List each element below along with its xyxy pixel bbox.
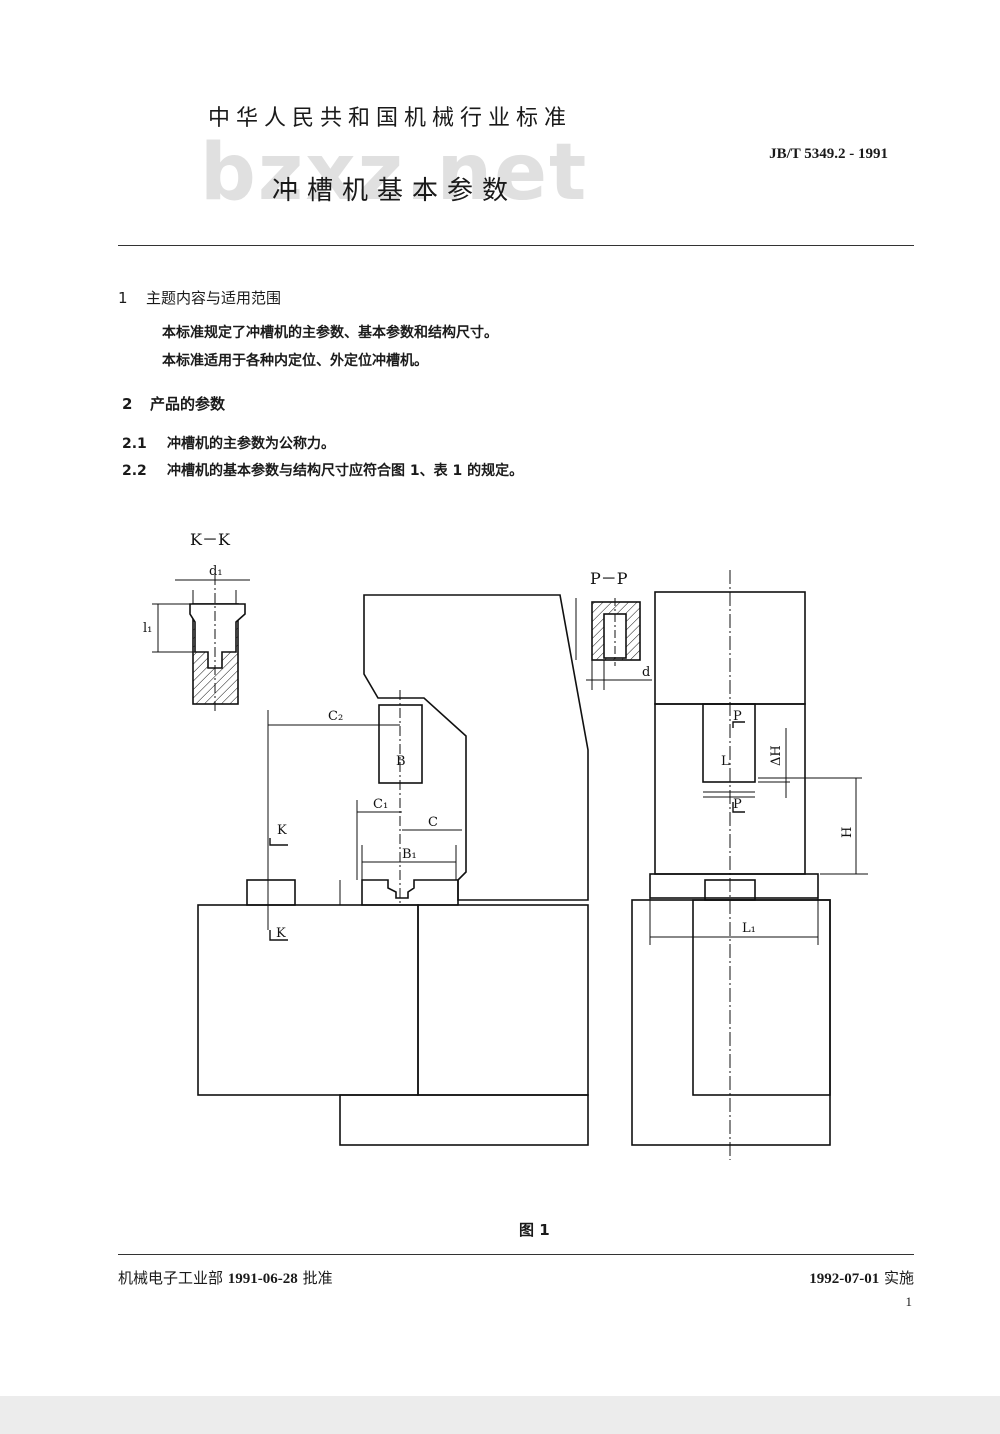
p-mark-top: P (733, 709, 742, 724)
figure-1-drawing: K－K d₁ l₁ B C₂ C₁ C (143, 530, 868, 1160)
approval-date: 1991-06-28 (227, 1271, 298, 1287)
clause-2-2: 2.2 冲槽机的基本参数与结构尺寸应符合图 1、表 1 的规定。 (122, 460, 523, 480)
clause-2-2-number: 2.2 (122, 463, 147, 479)
d1-label: d₁ (209, 564, 223, 579)
clause-2-1-text: 冲槽机的主参数为公称力。 (167, 436, 335, 452)
implementation-line: 1992-07-01 实施 (809, 1267, 914, 1288)
implementation-date: 1992-07-01 (809, 1271, 880, 1287)
approver: 机械电子工业部 (118, 1269, 224, 1287)
l-label: L (721, 754, 730, 769)
k-mark-top: K (277, 823, 287, 838)
l1-label: l₁ (143, 621, 152, 636)
machine-front-view: L P P ΔH H L₁ (631, 570, 868, 1160)
header-rule (118, 245, 914, 246)
section-2-number: 2 (122, 395, 133, 413)
standard-code: JB/T 5349.2 - 1991 (769, 146, 888, 162)
c-label: C (428, 815, 438, 830)
pp-section-detail: P－P d (575, 569, 652, 690)
punch-b-label: B (396, 754, 406, 769)
l1-width-label: L₁ (742, 921, 756, 936)
pp-section-label: P－P (590, 569, 628, 588)
approval-line: 机械电子工业部 1991-06-28 批准 (118, 1267, 333, 1288)
c1-label: C₁ (373, 797, 388, 812)
section-1-number: 1 (118, 289, 128, 307)
b1-label: B₁ (402, 847, 417, 862)
page-number: 1 (905, 1294, 913, 1309)
section-1-paragraph-1: 本标准规定了冲槽机的主参数、基本参数和结构尺寸。 (162, 325, 498, 341)
p-mark-bottom: P (733, 797, 742, 812)
issuing-organization: 中华人民共和国机械行业标准 (208, 106, 573, 131)
bottom-band (0, 1396, 1000, 1434)
section-2-heading: 2 产品的参数 (122, 393, 225, 414)
figure-caption: 图 1 (519, 1221, 550, 1239)
section-1-title: 主题内容与适用范围 (146, 289, 282, 307)
k-mark-bottom: K (276, 926, 286, 941)
approval-word: 批准 (302, 1269, 333, 1287)
section-1-heading: 1 主题内容与适用范围 (118, 287, 281, 308)
kk-section-detail: K－K d₁ l₁ (143, 530, 250, 712)
watermark: bzxz.net (200, 128, 589, 218)
machine-side-view: B C₂ C₁ C B₁ K K (197, 594, 589, 1146)
delta-h-label: ΔH (769, 745, 784, 766)
implementation-word: 实施 (883, 1269, 914, 1287)
clause-2-1-number: 2.1 (122, 436, 147, 452)
d-label: d (642, 665, 650, 680)
clause-2-1: 2.1 冲槽机的主参数为公称力。 (122, 433, 335, 453)
document-title: 冲槽机基本参数 (272, 176, 518, 206)
c2-label: C₂ (328, 709, 343, 724)
section-2-title: 产品的参数 (150, 395, 226, 413)
footer-rule (118, 1254, 914, 1255)
h-label: H (840, 827, 855, 838)
section-1-paragraph-2: 本标准适用于各种内定位、外定位冲槽机。 (162, 353, 428, 369)
kk-section-label: K－K (190, 530, 231, 549)
clause-2-2-text: 冲槽机的基本参数与结构尺寸应符合图 1、表 1 的规定。 (167, 463, 524, 479)
